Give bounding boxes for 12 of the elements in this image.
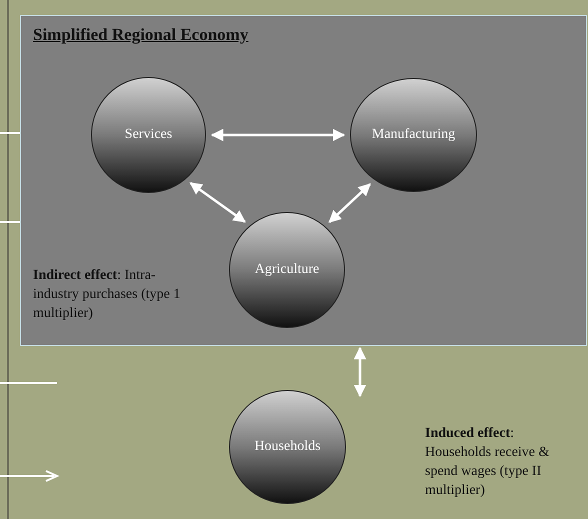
annotation-text: Indirect effect: Intra-industry purchases (type 1 multiplier) (33, 267, 182, 323)
double-arrow (354, 346, 366, 398)
sector-ellipse: Agriculture (229, 212, 345, 328)
double-arrow (328, 183, 371, 223)
panel-title: Simplified Regional Economy (33, 25, 248, 44)
double-arrow (210, 128, 346, 142)
sector-ellipse: Services (91, 77, 206, 193)
double-arrow (189, 182, 246, 223)
sector-ellipse: Households (229, 390, 346, 504)
sector-ellipse: Manufacturing (350, 78, 477, 192)
annotation-text: Induced effect: Households receive & spend wages (type II multiplier) (425, 425, 550, 500)
panel-background (20, 15, 587, 346)
